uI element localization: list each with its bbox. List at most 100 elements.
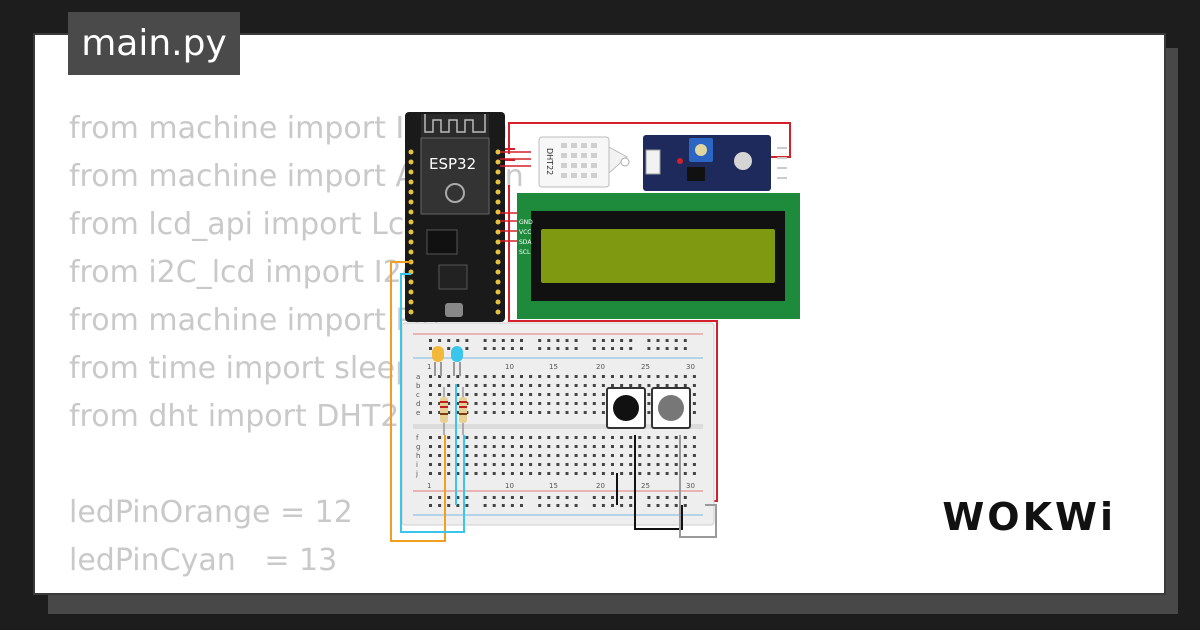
breadboard-hole [601, 339, 605, 342]
esp32-board: ESP32 [405, 112, 505, 322]
breadboard-hole [456, 411, 460, 414]
breadboard-hole [647, 472, 651, 475]
breadboard-hole [501, 347, 505, 350]
col-label-15-bottom: 15 [549, 482, 558, 490]
breadboard-hole [565, 472, 569, 475]
breadboard-hole [692, 463, 696, 466]
breadboard-hole [510, 496, 514, 499]
breadboard-hole [465, 375, 469, 378]
wokwi-logo: WOKWi [942, 495, 1116, 539]
breadboard-hole [647, 463, 651, 466]
led-cyan [451, 346, 463, 376]
breadboard-hole [538, 496, 542, 499]
breadboard-hole [565, 454, 569, 457]
breadboard-hole [447, 384, 451, 387]
breadboard-hole [538, 504, 542, 507]
breadboard-hole [611, 463, 614, 466]
breadboard-hole [574, 347, 578, 350]
breadboard-hole [665, 384, 669, 387]
breadboard-hole [629, 496, 633, 499]
code-line-10: ledPinCyan = 13 [69, 543, 338, 578]
breadboard-hole [447, 496, 451, 499]
breadboard-hole [574, 411, 578, 414]
breadboard-hole [438, 375, 442, 378]
breadboard-hole [565, 411, 569, 414]
breadboard-hole [620, 339, 624, 342]
breadboard-hole [538, 463, 542, 466]
breadboard-hole [492, 411, 496, 414]
breadboard-hole [510, 472, 514, 475]
breadboard-hole [492, 454, 496, 457]
breadboard-hole [601, 347, 605, 350]
breadboard-hole [620, 454, 624, 457]
breadboard-hole [510, 339, 514, 342]
breadboard-hole [438, 445, 442, 448]
breadboard-hole [583, 384, 587, 387]
breadboard-hole [465, 347, 469, 350]
breadboard-hole [583, 463, 587, 466]
breadboard-hole [620, 445, 624, 448]
breadboard-hole [674, 496, 678, 499]
breadboard-hole [538, 472, 542, 475]
col-label-1: 1 [427, 363, 431, 371]
breadboard-hole [647, 402, 651, 405]
breadboard-hole [611, 375, 614, 378]
breadboard-hole [656, 347, 660, 350]
breadboard-hole [629, 436, 633, 439]
breadboard-hole [638, 436, 642, 439]
breadboard-hole [492, 393, 496, 396]
project-card: from machine import I2C, Pin from machin… [33, 33, 1166, 595]
breadboard-hole [556, 393, 560, 396]
breadboard-hole [574, 463, 578, 466]
breadboard-hole [638, 472, 642, 475]
code-line-11: ButtonPinLeft = 15 [69, 585, 769, 593]
breadboard-hole [547, 347, 551, 350]
breadboard-hole [556, 402, 560, 405]
breadboard-hole [620, 347, 624, 350]
breadboard-hole [565, 384, 569, 387]
breadboard-hole [483, 375, 487, 378]
resistors [440, 387, 467, 435]
breadboard-hole [601, 472, 605, 475]
breadboard-hole [692, 393, 696, 396]
breadboard-hole [520, 402, 523, 405]
breadboard-hole [438, 454, 442, 457]
breadboard-hole [483, 411, 487, 414]
breadboard-hole [492, 375, 496, 378]
breadboard-hole [501, 463, 505, 466]
breadboard-hole [647, 445, 651, 448]
breadboard-hole [438, 339, 442, 342]
breadboard-hole [647, 384, 651, 387]
breadboard-hole [501, 393, 505, 396]
lcd-pin-gnd: GND [519, 219, 533, 226]
breadboard-hole [556, 347, 560, 350]
breadboard-hole [520, 445, 523, 448]
breadboard-hole [629, 384, 633, 387]
breadboard-hole [556, 411, 560, 414]
breadboard-hole [620, 496, 624, 499]
row-label-e: e [416, 409, 420, 417]
breadboard-hole [483, 472, 487, 475]
breadboard-hole [510, 347, 514, 350]
breadboard-hole [692, 411, 696, 414]
breadboard-hole [620, 436, 624, 439]
breadboard-hole [629, 504, 633, 507]
cyan-wire [400, 273, 465, 533]
breadboard-hole [674, 445, 678, 448]
breadboard-hole [520, 384, 523, 387]
breadboard-hole [647, 411, 651, 414]
breadboard-hole [565, 393, 569, 396]
breadboard-hole [665, 347, 669, 350]
file-tab-main-py[interactable]: main.py [68, 12, 240, 75]
breadboard-hole [465, 445, 469, 448]
breadboard-hole [611, 445, 614, 448]
breadboard-hole [629, 454, 633, 457]
breadboard-hole [565, 496, 569, 499]
breadboard-hole [465, 504, 469, 507]
breadboard-hole [447, 436, 451, 439]
breadboard-hole [529, 393, 533, 396]
breadboard-hole [465, 384, 469, 387]
breadboard-hole [429, 347, 432, 350]
breadboard-hole [429, 411, 432, 414]
breadboard-hole [647, 393, 651, 396]
